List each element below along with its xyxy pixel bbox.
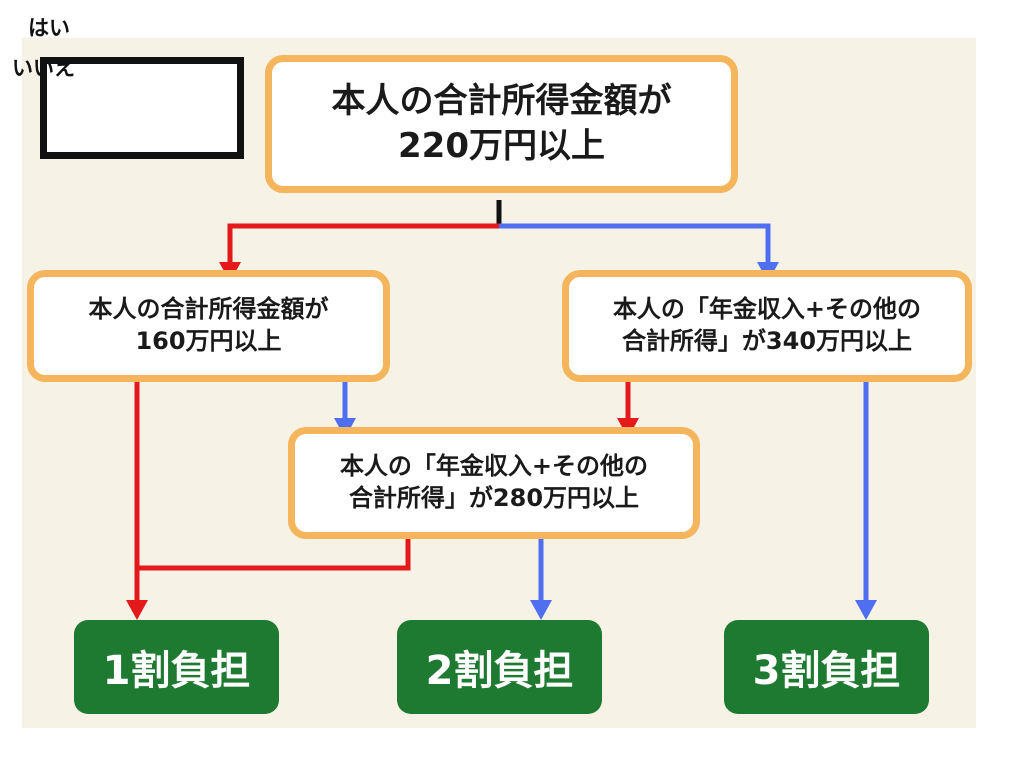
result-30-percent: 3割負担 (724, 620, 929, 714)
question-line: 合計所得」が340万円以上 (621, 327, 913, 355)
question-line: 合計所得」が280万円以上 (348, 484, 640, 512)
question-line: 220万円以上 (398, 126, 605, 166)
question-line: 本人の合計所得金額が (88, 295, 329, 324)
legend-yes-label: はい (28, 16, 70, 40)
question-total-income-160: 本人の合計所得金額が 160万円以上 (27, 270, 390, 382)
question-line: 160万円以上 (135, 327, 282, 355)
connector-q1-yes-to-q3 (499, 223, 771, 264)
result-20-percent: 2割負担 (397, 620, 602, 714)
question-line: 本人の「年金収入+その他の (339, 452, 649, 481)
legend-box (40, 57, 244, 159)
question-pension-income-340: 本人の「年金収入+その他の 合計所得」が340万円以上 (562, 270, 972, 382)
arrowhead-to-r1 (126, 600, 148, 620)
connector-q1-no-to-q2 (227, 223, 499, 264)
question-line: 本人の「年金収入+その他の (612, 295, 922, 324)
legend-no-label: いいえ (12, 56, 75, 80)
arrowhead-to-r2 (530, 600, 552, 620)
question-total-income-220: 本人の合計所得金額が 220万円以上 (265, 55, 738, 193)
question-line: 本人の合計所得金額が (331, 81, 672, 122)
question-pension-income-280: 本人の「年金収入+その他の 合計所得」が280万円以上 (288, 427, 700, 539)
result-10-percent: 1割負担 (74, 620, 279, 714)
arrowhead-to-r3 (855, 600, 877, 620)
connector-q4-no-to-r1 (137, 539, 411, 571)
